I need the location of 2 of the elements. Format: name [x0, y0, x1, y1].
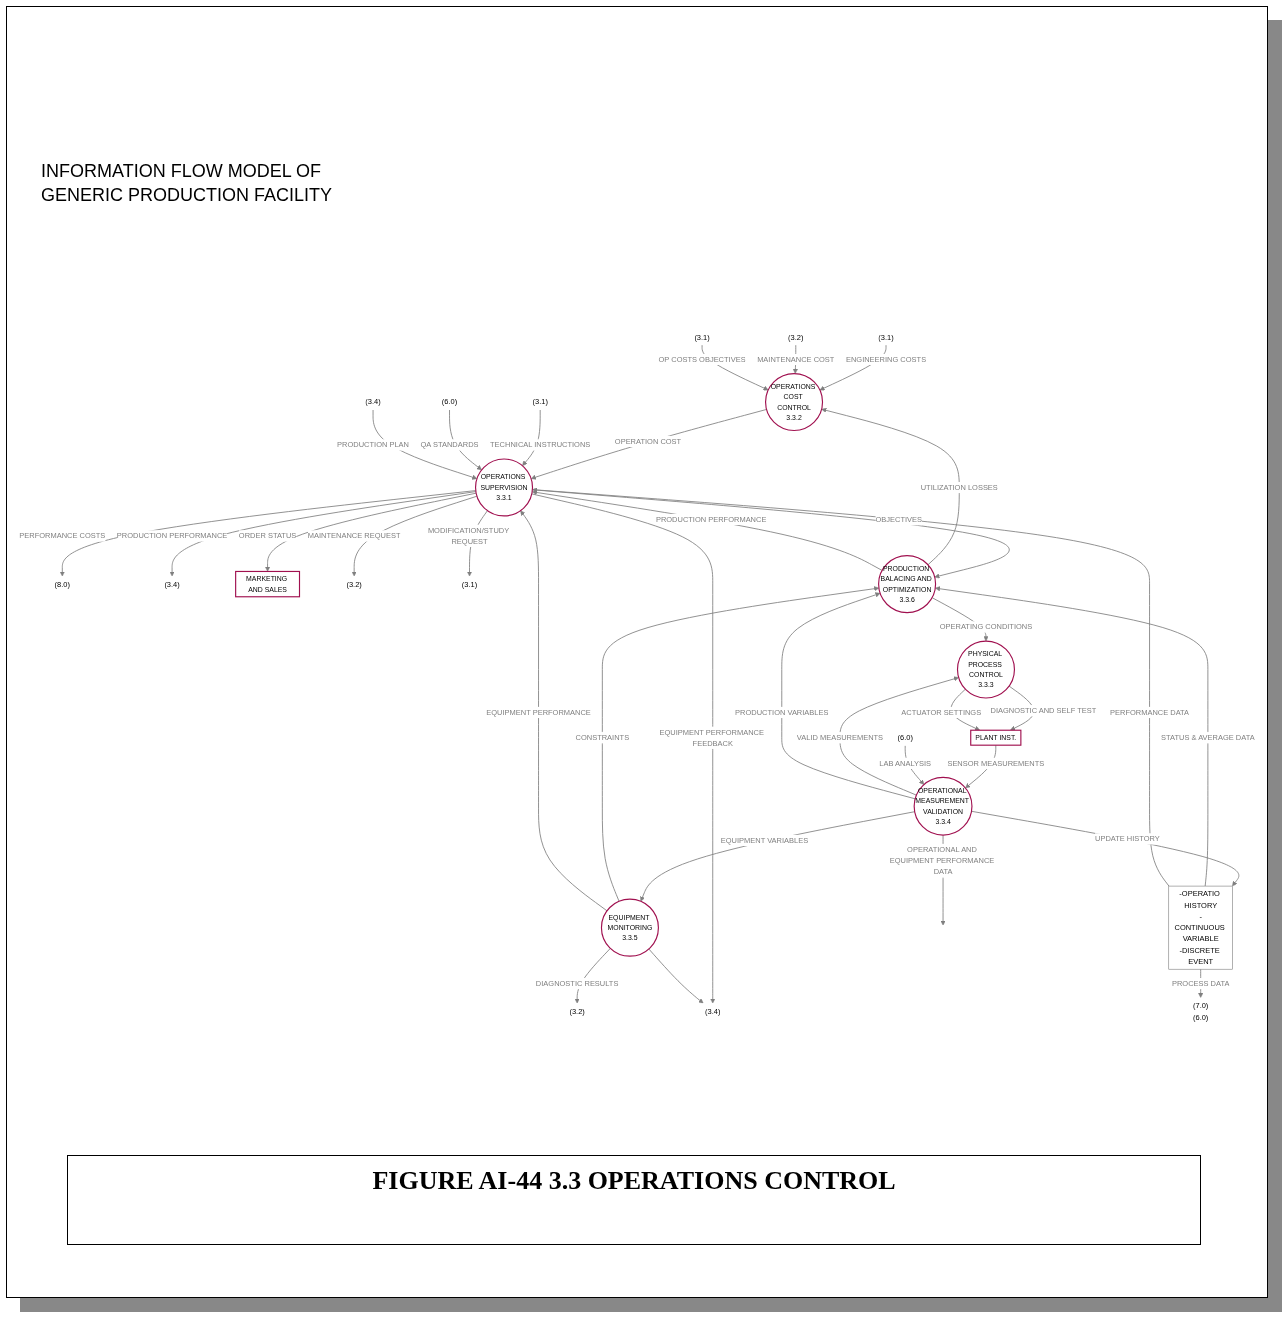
- figure-caption: FIGURE AI-44 3.3 OPERATIONS CONTROL: [371, 1166, 897, 1196]
- diagram-title: INFORMATION FLOW MODEL OF GENERIC PRODUCTION FACILITY: [41, 160, 334, 207]
